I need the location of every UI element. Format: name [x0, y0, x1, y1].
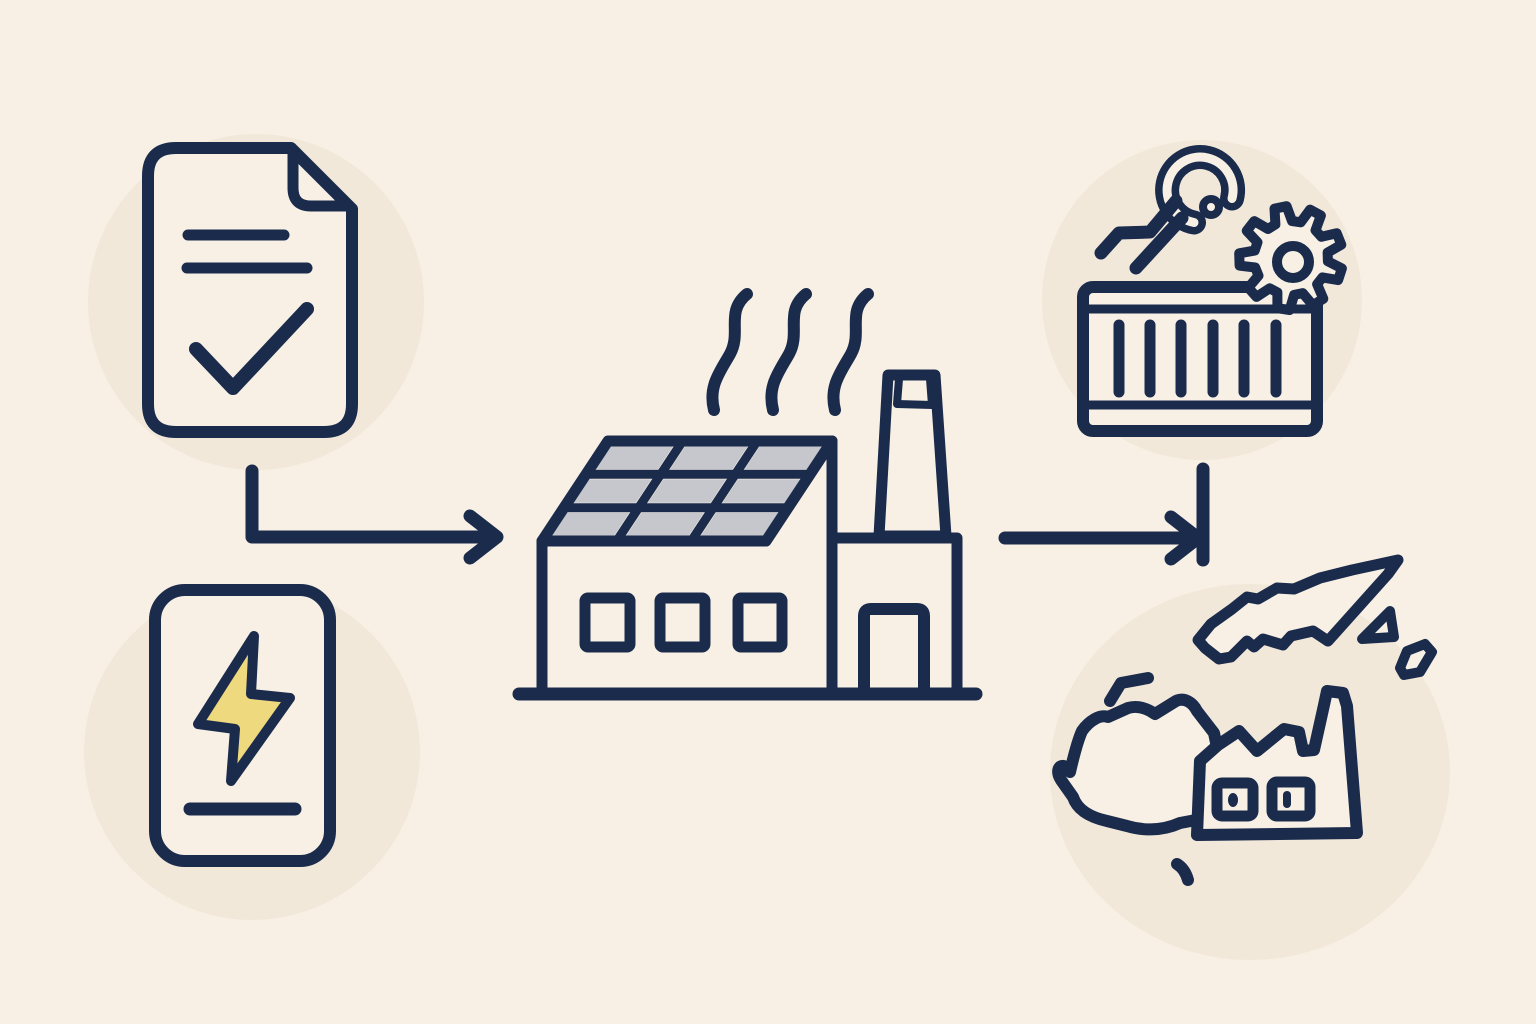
- gear-hub: [1272, 241, 1314, 283]
- map-factory-window-dot: [1228, 793, 1238, 807]
- map-small-island: [1395, 639, 1437, 680]
- wrench-handle: [1094, 194, 1183, 260]
- factory-window: [654, 592, 711, 653]
- chimney-inner-rim: [893, 375, 936, 409]
- container-wrench-gear-icon: [1077, 145, 1347, 437]
- factory-window: [579, 592, 636, 653]
- wrench-mouth-notch: [1199, 195, 1223, 219]
- document-check-icon: [142, 142, 358, 438]
- document-outline: [142, 142, 358, 438]
- solar-grid-lines: [536, 435, 838, 547]
- factory-chimney: [873, 369, 952, 542]
- container-outline: [1077, 281, 1323, 437]
- smoke-squiggle-icon: [706, 288, 753, 416]
- solar-panel-factory-icon: [512, 288, 983, 701]
- heat-squiggles: [706, 288, 874, 416]
- gear-icon: [1234, 201, 1347, 315]
- map-landmass-blob: [1052, 693, 1225, 836]
- map-coast-mark: [1104, 672, 1154, 707]
- smoke-squiggle-icon: [827, 288, 874, 416]
- container-ribs: [1113, 319, 1282, 398]
- arrow-document-to-factory: [245, 464, 504, 565]
- map-dot-islet: [1171, 858, 1194, 886]
- smoke-squiggle-icon: [765, 288, 812, 416]
- map-large-island: [1192, 554, 1404, 665]
- arrowhead-right-icon: [463, 509, 504, 565]
- document-fold-icon: [287, 148, 351, 212]
- lightning-bolt-icon: [193, 631, 295, 786]
- map-triangle-islet: [1357, 606, 1399, 644]
- factory-door: [858, 603, 930, 699]
- arrow-factory-to-container: [998, 462, 1210, 567]
- map-factory-icon: [1191, 685, 1363, 841]
- map-islands-factory-icon: [1052, 554, 1437, 886]
- wrench-icon: [1094, 145, 1246, 275]
- lightning-card-icon: [149, 584, 336, 867]
- map-factory-window-bar: [1283, 791, 1291, 808]
- wrench-motion-line: [1129, 211, 1189, 275]
- checkmark-icon: [189, 302, 314, 395]
- solar-roof-outline: [536, 435, 838, 547]
- factory-window: [732, 592, 788, 653]
